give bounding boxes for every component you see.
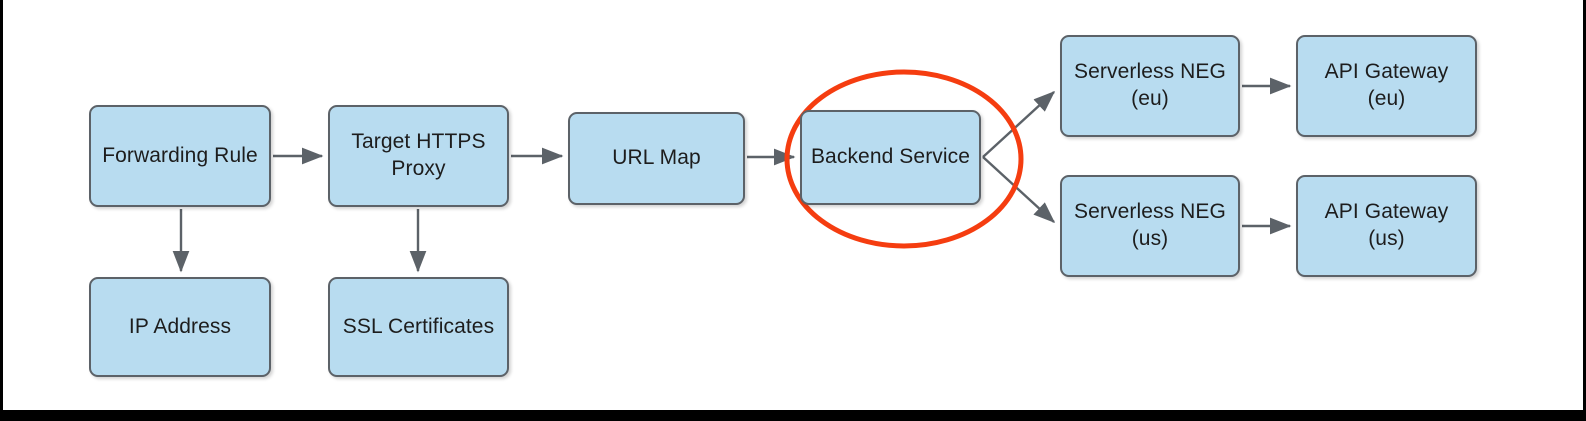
node-url-map[interactable]: URL Map (568, 112, 745, 205)
node-target-https-proxy-label: Target HTTPS Proxy (351, 130, 486, 180)
edge-backend-service-to-serverless-neg-us (982, 156, 1056, 223)
edge-backend-service-to-serverless-neg-eu (982, 91, 1056, 158)
node-url-map-label: URL Map (612, 146, 701, 170)
node-ssl-certificates-label: SSL Certificates (342, 314, 495, 338)
node-api-gateway-eu-label: API Gateway (eu) (1324, 60, 1449, 110)
node-serverless-neg-eu[interactable]: Serverless NEG (eu) (1060, 35, 1240, 137)
frame-edge-left (0, 0, 3, 421)
node-forwarding-rule[interactable]: Forwarding Rule (89, 105, 271, 207)
node-serverless-neg-us[interactable]: Serverless NEG (us) (1060, 175, 1240, 277)
frame-edge-bottom (0, 410, 1586, 421)
node-api-gateway-us-label: API Gateway (us) (1324, 200, 1449, 250)
node-ip-address-label: IP Address (128, 314, 232, 338)
node-serverless-neg-us-label: Serverless NEG (us) (1074, 200, 1226, 250)
node-forwarding-rule-label: Forwarding Rule (102, 143, 258, 167)
node-backend-service[interactable]: Backend Service (800, 110, 981, 205)
node-ssl-certificates[interactable]: SSL Certificates (328, 277, 509, 377)
node-backend-service-label: Backend Service (810, 145, 971, 169)
frame-edge-right (1583, 0, 1586, 421)
node-target-https-proxy[interactable]: Target HTTPS Proxy (328, 105, 509, 207)
node-serverless-neg-eu-label: Serverless NEG (eu) (1074, 60, 1226, 110)
node-api-gateway-eu[interactable]: API Gateway (eu) (1296, 35, 1477, 137)
node-ip-address[interactable]: IP Address (89, 277, 271, 377)
node-api-gateway-us[interactable]: API Gateway (us) (1296, 175, 1477, 277)
